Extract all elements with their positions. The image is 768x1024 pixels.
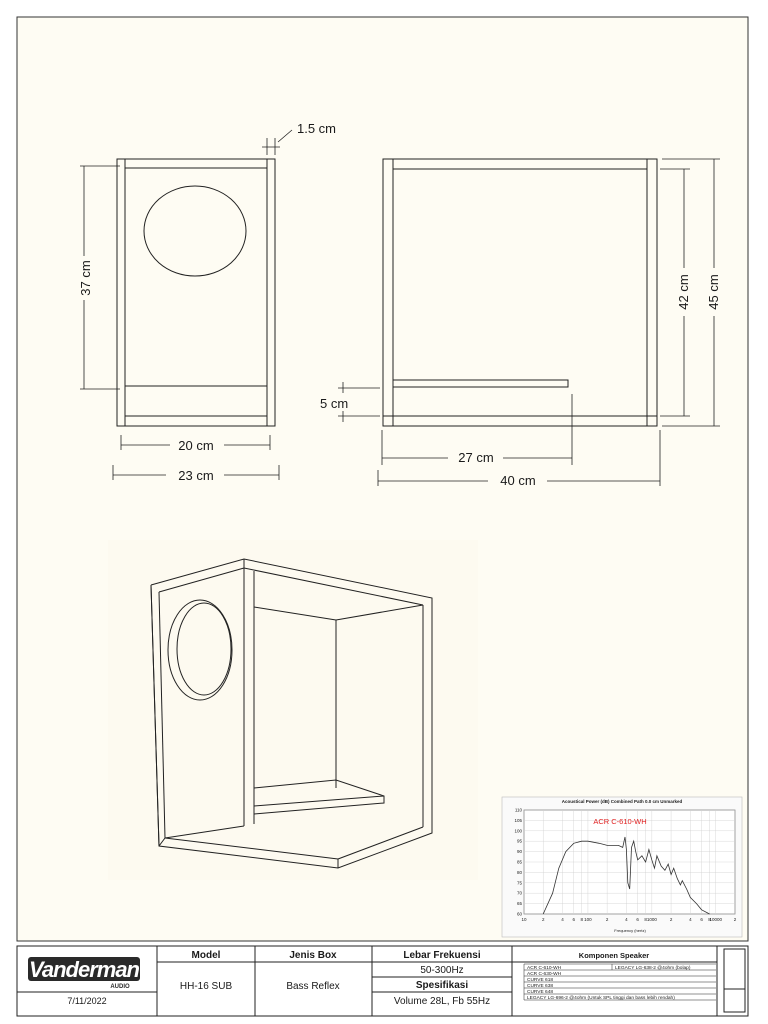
x-tick-label: 100 bbox=[584, 917, 592, 922]
series-label: ACR C-610-WH bbox=[593, 817, 646, 826]
y-tick-label: 75 bbox=[517, 880, 523, 885]
x-tick-label: 6 bbox=[572, 917, 575, 922]
component-item: CURVE 618 bbox=[527, 977, 553, 983]
header-jenis-box: Jenis Box bbox=[289, 950, 337, 961]
y-tick-label: 95 bbox=[517, 839, 523, 844]
speaker-cutout bbox=[143, 185, 247, 277]
x-tick-label: 2 bbox=[542, 917, 545, 922]
iso-speaker-cutout bbox=[167, 599, 233, 701]
x-tick-label: 8 bbox=[644, 917, 647, 922]
dim-side-inner-height: 42 cm bbox=[676, 274, 691, 309]
front-view bbox=[116, 158, 276, 427]
header-model: Model bbox=[192, 950, 221, 961]
component-item: CURVE 648 bbox=[527, 989, 553, 995]
vanderman-logo: Vanderman AUDIO bbox=[28, 957, 141, 990]
logo-sub: AUDIO bbox=[110, 984, 130, 990]
logo-text: Vanderman bbox=[29, 957, 140, 982]
x-tick-label: 2 bbox=[734, 917, 737, 922]
x-tick-label: 6 bbox=[636, 917, 639, 922]
dim-front-inner-width: 20 cm bbox=[178, 438, 213, 453]
y-tick-label: 65 bbox=[517, 901, 523, 906]
front-outer-panel bbox=[116, 158, 276, 427]
y-tick-label: 80 bbox=[517, 870, 523, 875]
x-tick-label: 1000 bbox=[647, 917, 658, 922]
dim-port-height: 5 cm bbox=[320, 396, 348, 411]
x-tick-label: 4 bbox=[561, 917, 564, 922]
dim-front-outer-width: 23 cm bbox=[178, 468, 213, 483]
jenis-box-value: Bass Reflex bbox=[286, 981, 339, 992]
y-tick-label: 85 bbox=[517, 860, 523, 865]
side-view bbox=[382, 158, 658, 427]
series-line-acr-c-610-wh bbox=[542, 836, 710, 915]
header-komponen-speaker: Komponen Speaker bbox=[579, 951, 650, 960]
graph-xlabel: Frequency (hertz) bbox=[614, 928, 646, 933]
lebar-frekuensi-value: 50-300Hz bbox=[420, 965, 463, 976]
x-tick-label: 2 bbox=[606, 917, 609, 922]
model-value: HH-16 SUB bbox=[180, 981, 233, 992]
x-tick-label: 10 bbox=[521, 917, 527, 922]
dim-port-length: 27 cm bbox=[458, 450, 493, 465]
header-spesifikasi: Spesifikasi bbox=[416, 980, 468, 991]
front-dimensions bbox=[80, 129, 293, 480]
component-item: ACR C-630-WH bbox=[527, 971, 562, 977]
component-list: ACR C-610-WH LEGACY LG-638-2 @4ohm (bolap… bbox=[527, 965, 691, 1001]
y-tick-label: 90 bbox=[517, 849, 523, 854]
x-tick-label: 8 bbox=[708, 917, 711, 922]
dim-thickness: 1.5 cm bbox=[297, 121, 336, 136]
y-tick-label: 110 bbox=[515, 808, 523, 813]
x-tick-label: 4 bbox=[689, 917, 692, 922]
component-item: LEGACY LG-696-2 @4ohm (Untuk SPL tinggi … bbox=[527, 995, 675, 1001]
side-outer-panel bbox=[382, 158, 658, 427]
isometric-view bbox=[108, 540, 478, 880]
dim-side-outer-height: 45 cm bbox=[706, 274, 721, 309]
y-tick-label: 105 bbox=[514, 818, 522, 823]
x-tick-label: 10000 bbox=[710, 917, 723, 922]
x-tick-label: 4 bbox=[625, 917, 628, 922]
spesifikasi-value: Volume 28L, Fb 55Hz bbox=[394, 996, 490, 1007]
dim-front-height: 37 cm bbox=[78, 260, 93, 295]
graph-title: Acoustical Power (dB) Combined Path 0.0 … bbox=[562, 799, 683, 804]
y-tick-label: 70 bbox=[517, 891, 523, 896]
component-item-alt: LEGACY LG-638-2 @4ohm (bolap) bbox=[615, 965, 691, 971]
side-dimensions bbox=[338, 158, 720, 486]
component-item: ACR C-610-WH bbox=[527, 965, 562, 971]
x-tick-label: 2 bbox=[670, 917, 673, 922]
x-tick-label: 6 bbox=[700, 917, 703, 922]
x-tick-label: 8 bbox=[580, 917, 583, 922]
port-shelf bbox=[392, 379, 569, 388]
header-lebar-frekuensi: Lebar Frekuensi bbox=[403, 950, 480, 961]
dim-side-depth: 40 cm bbox=[500, 473, 535, 488]
y-tick-label: 60 bbox=[517, 912, 523, 917]
y-tick-label: 100 bbox=[514, 828, 522, 833]
component-item: CURVE 638 bbox=[527, 983, 553, 989]
date: 7/11/2022 bbox=[67, 996, 106, 1006]
frequency-response-graph: Acoustical Power (dB) Combined Path 0.0 … bbox=[501, 796, 743, 938]
